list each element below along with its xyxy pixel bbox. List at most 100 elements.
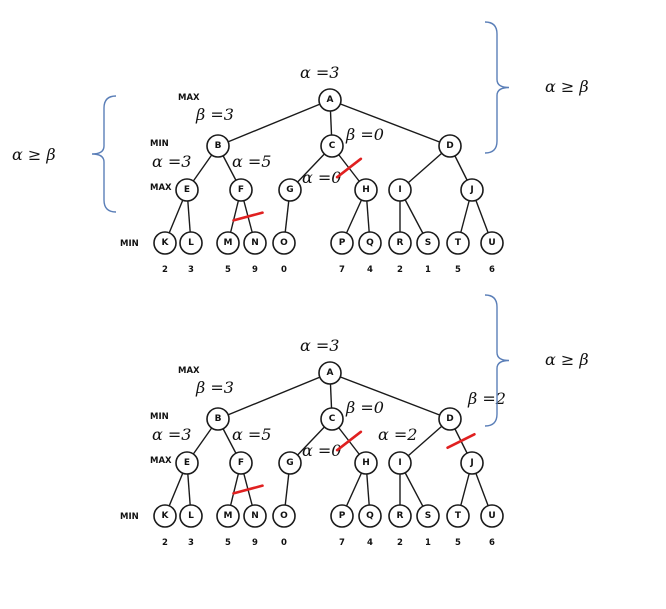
node-circle (358, 231, 382, 255)
node-P: P (330, 231, 354, 255)
node-circle (175, 178, 199, 202)
node-label: J (469, 185, 473, 195)
node-circle (179, 231, 203, 255)
node-circle (388, 504, 412, 528)
node-label: U (488, 238, 495, 248)
level-label-max: MAX (178, 366, 200, 376)
node-label: P (339, 238, 346, 248)
node-G: G (278, 451, 302, 475)
node-R: R (388, 231, 412, 255)
node-circle (438, 134, 462, 158)
node-A: A (318, 88, 342, 112)
annotation-alpha-G: α =0 (302, 441, 341, 460)
node-circle (358, 504, 382, 528)
node-H: H (354, 178, 378, 202)
annotation-alpha-F: α =5 (232, 152, 271, 171)
condition-right: α ≥ β (545, 350, 589, 369)
annotation-alpha-E: α =3 (152, 152, 191, 171)
level-label-max: MAX (178, 93, 200, 103)
node-circle (229, 451, 253, 475)
node-label: N (251, 511, 259, 521)
leaf-value-S: 1 (425, 265, 431, 275)
leaf-value-Q: 4 (367, 265, 373, 275)
node-label: M (224, 238, 233, 248)
level-label-max: MAX (150, 183, 172, 193)
node-circle (460, 451, 484, 475)
node-circle (206, 407, 230, 431)
node-circle (153, 231, 177, 255)
annotation-alpha-I: α =2 (378, 425, 417, 444)
annotation-beta-B: β =3 (195, 105, 234, 124)
node-I: I (388, 451, 412, 475)
node-M: M (216, 231, 240, 255)
node-R: R (388, 504, 412, 528)
node-circle (388, 178, 412, 202)
node-label: S (425, 238, 431, 248)
pruning-cut-F-N (232, 211, 264, 222)
node-B: B (206, 407, 230, 431)
level-label-min: MIN (120, 512, 139, 522)
leaf-value-T: 5 (455, 538, 461, 548)
node-label: L (188, 511, 194, 521)
node-circle (320, 134, 344, 158)
leaf-value-K: 2 (162, 265, 168, 275)
level-label-min: MIN (150, 412, 169, 422)
node-label: U (488, 511, 495, 521)
node-circle (179, 504, 203, 528)
leaf-value-K: 2 (162, 538, 168, 548)
node-circle (153, 504, 177, 528)
edge-A-B (217, 99, 331, 147)
node-label: H (362, 185, 370, 195)
node-circle (272, 231, 296, 255)
node-label: A (327, 368, 334, 378)
node-label: M (224, 511, 233, 521)
node-U: U (480, 504, 504, 528)
node-label: C (329, 141, 336, 151)
node-circle (354, 451, 378, 475)
node-O: O (272, 504, 296, 528)
node-label: D (446, 414, 453, 424)
node-label: N (251, 238, 259, 248)
node-label: D (446, 141, 453, 151)
node-label: C (329, 414, 336, 424)
node-label: O (280, 238, 288, 248)
leaf-value-T: 5 (455, 265, 461, 275)
node-circle (330, 231, 354, 255)
annotation-alpha-A: α =3 (300, 336, 339, 355)
node-circle (388, 451, 412, 475)
annotation-beta-B: β =3 (195, 378, 234, 397)
node-label: E (184, 185, 190, 195)
node-circle (243, 231, 267, 255)
leaf-value-M: 5 (225, 265, 231, 275)
node-circle (460, 178, 484, 202)
annotation-beta-D: β =2 (467, 389, 506, 408)
leaf-value-N: 9 (252, 538, 258, 548)
node-label: I (398, 458, 401, 468)
node-circle (416, 504, 440, 528)
node-label: G (286, 458, 293, 468)
node-label: S (425, 511, 431, 521)
node-circle (278, 451, 302, 475)
node-circle (388, 231, 412, 255)
node-N: N (243, 231, 267, 255)
node-label: K (162, 511, 170, 521)
node-label: J (469, 458, 473, 468)
node-P: P (330, 504, 354, 528)
condition-left: α ≥ β (12, 145, 56, 164)
pruning-cut-F-N (232, 484, 264, 495)
edge-A-D (329, 372, 451, 420)
node-Q: Q (358, 231, 382, 255)
node-L: L (179, 504, 203, 528)
node-label: R (397, 511, 404, 521)
node-label: Q (366, 238, 374, 248)
annotation-beta-C: β =0 (345, 398, 384, 417)
node-E: E (175, 451, 199, 475)
pruning-cut-D-J (446, 432, 476, 450)
node-circle (318, 88, 342, 112)
node-F: F (229, 178, 253, 202)
leaf-value-R: 2 (397, 538, 403, 548)
annotation-alpha-G: α =0 (302, 168, 341, 187)
leaf-value-L: 3 (188, 265, 194, 275)
node-E: E (175, 178, 199, 202)
